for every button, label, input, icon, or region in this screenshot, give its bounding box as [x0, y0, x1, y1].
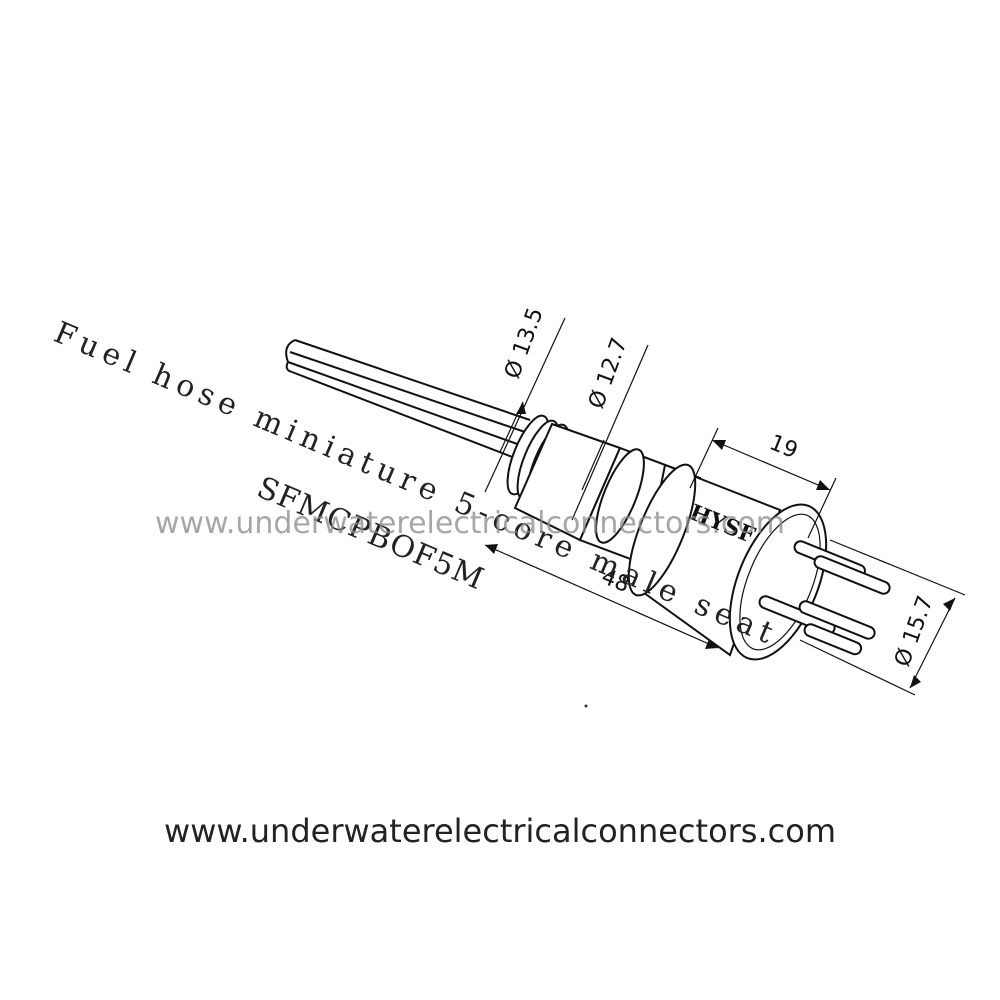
pin-5 [803, 623, 863, 656]
footer-website: www.underwaterelectricalconnectors.com [164, 812, 836, 850]
cable-wires [285, 339, 531, 459]
connector-body [513, 422, 782, 657]
dimension-lines [484, 317, 966, 696]
stray-dot [584, 704, 588, 708]
contact-pins [758, 540, 891, 656]
pin-4 [798, 600, 876, 640]
watermark: www.underwaterelectricalconnectors.com [155, 506, 785, 541]
pin-2 [813, 555, 891, 595]
dim-dia-12-7: Ø 12.7 [584, 335, 633, 412]
dim-dia-15-7: Ø 15.7 [890, 593, 939, 670]
dim-len-19: 19 [766, 430, 801, 464]
